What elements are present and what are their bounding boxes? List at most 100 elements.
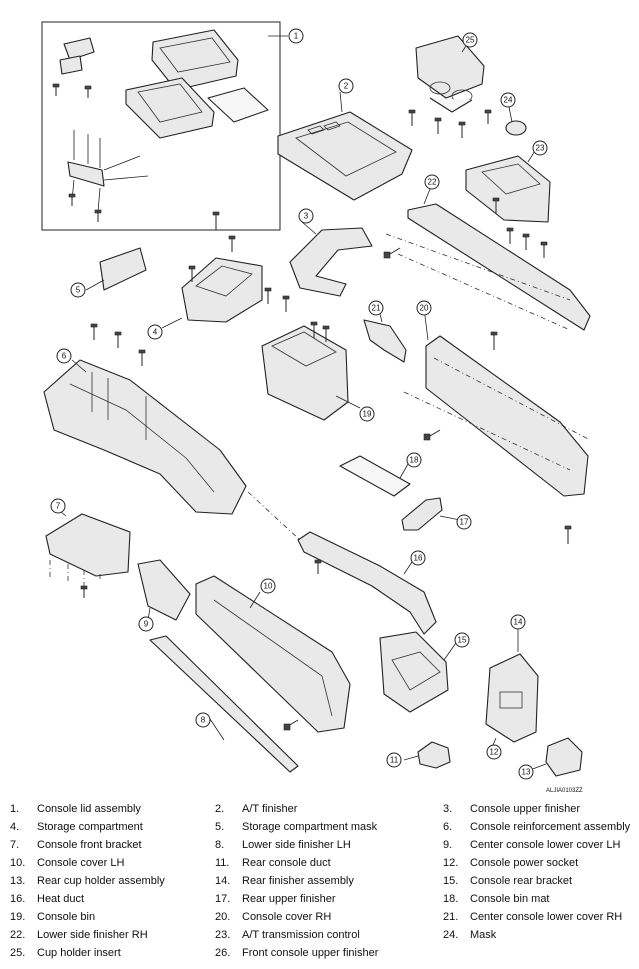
legend-item: 23.A/T transmission control: [215, 929, 360, 941]
callout-10: 10: [260, 578, 276, 594]
callout-1: 1: [288, 28, 304, 44]
legend-item: 18.Console bin mat: [443, 893, 550, 905]
legend-item: 22.Lower side finisher RH: [10, 929, 148, 941]
legend-item: 21.Center console lower cover RH: [443, 911, 623, 923]
legend-item: 15.Console rear bracket: [443, 875, 573, 887]
callout-15: 15: [454, 632, 470, 648]
svg-text:9: 9: [144, 620, 149, 629]
callout-21: 21: [368, 300, 384, 316]
callout-14: 14: [510, 614, 526, 630]
storage-compartment-mask: [99, 247, 147, 291]
svg-text:15: 15: [458, 636, 467, 645]
legend-item: 7.Console front bracket: [10, 839, 142, 851]
storage-compartment: [181, 257, 263, 323]
legend-item: 6.Console reinforcement assembly: [443, 821, 631, 833]
callout-19: 19: [359, 406, 375, 422]
at-finisher: [277, 111, 413, 201]
callout-16: 16: [410, 550, 426, 566]
svg-text:19: 19: [363, 410, 372, 419]
center-console-lower-cover-rh: [363, 319, 407, 363]
console-rear-bracket: [379, 631, 449, 713]
console-cover-rh: [425, 335, 589, 497]
legend-item: 5.Storage compartment mask: [215, 821, 378, 833]
legend-item: 2.A/T finisher: [215, 803, 298, 815]
svg-text:18: 18: [410, 456, 419, 465]
svg-text:24: 24: [504, 96, 513, 105]
svg-text:8: 8: [201, 716, 206, 725]
svg-text:4: 4: [153, 328, 158, 337]
legend-item: 24.Mask: [443, 929, 497, 941]
lower-side-finisher-lh: [149, 635, 299, 773]
svg-text:1: 1: [294, 32, 299, 41]
callout-3: 3: [298, 208, 314, 224]
cup-holder-insert: [415, 35, 485, 99]
at-transmission-control: [465, 155, 551, 223]
legend-item: 11.Rear console duct: [215, 857, 331, 869]
legend-item: 26.Front console upper finisher: [215, 947, 379, 959]
rear-upper-finisher: [401, 497, 443, 531]
callout-2: 2: [338, 78, 354, 94]
callout-5: 5: [70, 282, 86, 298]
fastener-group: [80, 109, 572, 731]
svg-text:23: 23: [536, 144, 545, 153]
svg-text:3: 3: [304, 212, 309, 221]
console-upper-finisher: [289, 227, 373, 297]
rear-cup-holder-assembly: [545, 737, 583, 777]
callout-13: 13: [518, 764, 534, 780]
center-console-lower-cover-lh: [137, 559, 191, 621]
svg-text:5: 5: [76, 286, 81, 295]
svg-text:13: 13: [522, 768, 531, 777]
lower-side-finisher-rh: [407, 203, 591, 331]
callout-9: 9: [138, 616, 154, 632]
parts-legend: 1.Console lid assembly 2.A/T finisher 3.…: [10, 800, 635, 962]
callout-7: 7: [50, 498, 66, 514]
legend-item: 3.Console upper finisher: [443, 803, 581, 815]
svg-text:17: 17: [460, 518, 469, 527]
svg-text:7: 7: [56, 502, 61, 511]
svg-text:2: 2: [344, 82, 349, 91]
callout-20: 20: [416, 300, 432, 316]
callout-17: 17: [456, 514, 472, 530]
legend-item: 17.Rear upper finisher: [215, 893, 336, 905]
svg-text:14: 14: [514, 618, 523, 627]
rear-finisher-assembly: [485, 653, 539, 743]
callout-11: 11: [386, 752, 402, 768]
svg-text:16: 16: [414, 554, 423, 563]
mask: [505, 120, 527, 136]
callout-24: 24: [500, 92, 516, 108]
console-cover-lh: [195, 575, 351, 733]
callout-22: 22: [424, 174, 440, 190]
legend-item: 14.Rear finisher assembly: [215, 875, 354, 887]
legend-item: 13.Rear cup holder assembly: [10, 875, 165, 887]
svg-text:22: 22: [428, 178, 437, 187]
svg-text:10: 10: [264, 582, 273, 591]
console-reinforcement-assembly: [43, 359, 247, 515]
legend-item: 10.Console cover LH: [10, 857, 125, 869]
svg-text:12: 12: [490, 748, 499, 757]
callout-23: 23: [532, 140, 548, 156]
legend-item: 1.Console lid assembly: [10, 803, 141, 815]
svg-text:21: 21: [372, 304, 381, 313]
console-front-bracket: [45, 513, 131, 577]
callout-25: 25: [462, 32, 478, 48]
legend-item: 20.Console cover RH: [215, 911, 332, 923]
svg-text:11: 11: [390, 756, 399, 765]
svg-text:20: 20: [420, 304, 429, 313]
legend-item: 16.Heat duct: [10, 893, 85, 905]
legend-item: 8.Lower side finisher LH: [215, 839, 351, 851]
callout-8: 8: [195, 712, 211, 728]
legend-item: 12.Console power socket: [443, 857, 579, 869]
console-bin-mat: [339, 455, 411, 497]
callout-4: 4: [147, 324, 163, 340]
heat-duct: [297, 531, 437, 635]
console-bin: [261, 325, 349, 421]
callout-12: 12: [486, 744, 502, 760]
lid-assembly-inset: [41, 21, 281, 231]
legend-item: 19.Console bin: [10, 911, 96, 923]
legend-item: 4.Storage compartment: [10, 821, 143, 833]
rear-console-duct: [417, 741, 451, 769]
callout-6: 6: [56, 348, 72, 364]
svg-text:6: 6: [62, 352, 67, 361]
exploded-parts-diagram: 1 2 3 4 5 6 7 8 9 10 11 12 13 14 15 16 1…: [41, 21, 591, 794]
legend-item: 25.Cup holder insert: [10, 947, 121, 959]
